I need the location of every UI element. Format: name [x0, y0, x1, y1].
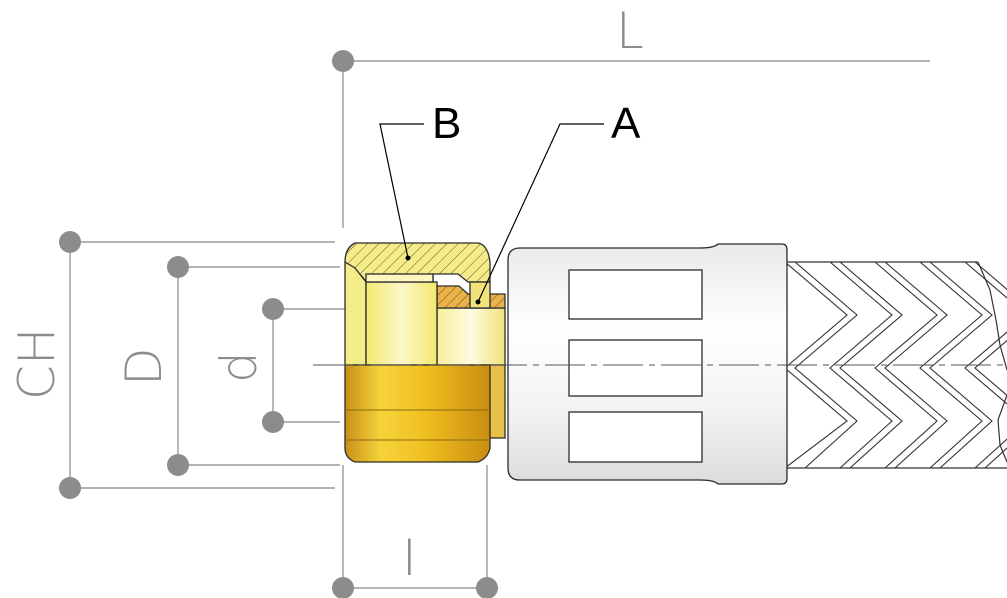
nut-upper-section: [344, 242, 491, 366]
hose-braid-pattern: [785, 262, 1007, 468]
insert-upper-bore: [436, 307, 506, 366]
part-B-label: B: [432, 99, 461, 148]
dimension-I-label: I: [402, 529, 417, 587]
part-A-leader: [477, 123, 604, 303]
dimension-CH: CH: [8, 231, 335, 499]
nut-lower-solid: [344, 364, 491, 463]
part-A-leader-dot: [475, 299, 481, 305]
part-B-leader-dot: [405, 255, 411, 261]
dimension-d-label: d: [210, 351, 268, 383]
part-A-callout: A: [475, 99, 641, 305]
nut-rear-wall: [469, 281, 491, 309]
dimension-CH-label: CH: [8, 327, 66, 400]
nut-chamfer-face: [344, 260, 367, 366]
dimension-D-label: D: [115, 347, 173, 386]
dimension-D: D: [115, 256, 340, 476]
nut-inner-bore: [365, 281, 438, 366]
part-B-callout: B: [379, 99, 461, 261]
sleeve-window-top: [568, 269, 703, 320]
dimension-D-bottom-dot: [167, 454, 189, 476]
dimension-d-bottom-dot: [262, 411, 284, 433]
part-A-label: A: [611, 99, 641, 148]
dimension-D-top-dot: [167, 256, 189, 278]
dimension-I-left-dot: [332, 577, 354, 598]
dimension-d-top-dot: [262, 298, 284, 320]
dimension-CH-bottom-dot: [59, 477, 81, 499]
part-B-leader: [379, 123, 424, 259]
crimp-sleeve: [507, 243, 788, 485]
dimension-CH-top-dot: [59, 231, 81, 253]
dimension-I-right-dot: [476, 577, 498, 598]
dimension-L-dot: [332, 50, 354, 72]
dimension-L-label: L: [616, 2, 644, 60]
dimension-L: L: [332, 2, 930, 228]
nut-inner-step: [365, 273, 434, 283]
sleeve-window-bottom: [568, 411, 703, 463]
nut-lower-body: [344, 364, 491, 463]
sleeve-window-middle: [568, 339, 703, 397]
dimension-I: I: [332, 465, 498, 598]
